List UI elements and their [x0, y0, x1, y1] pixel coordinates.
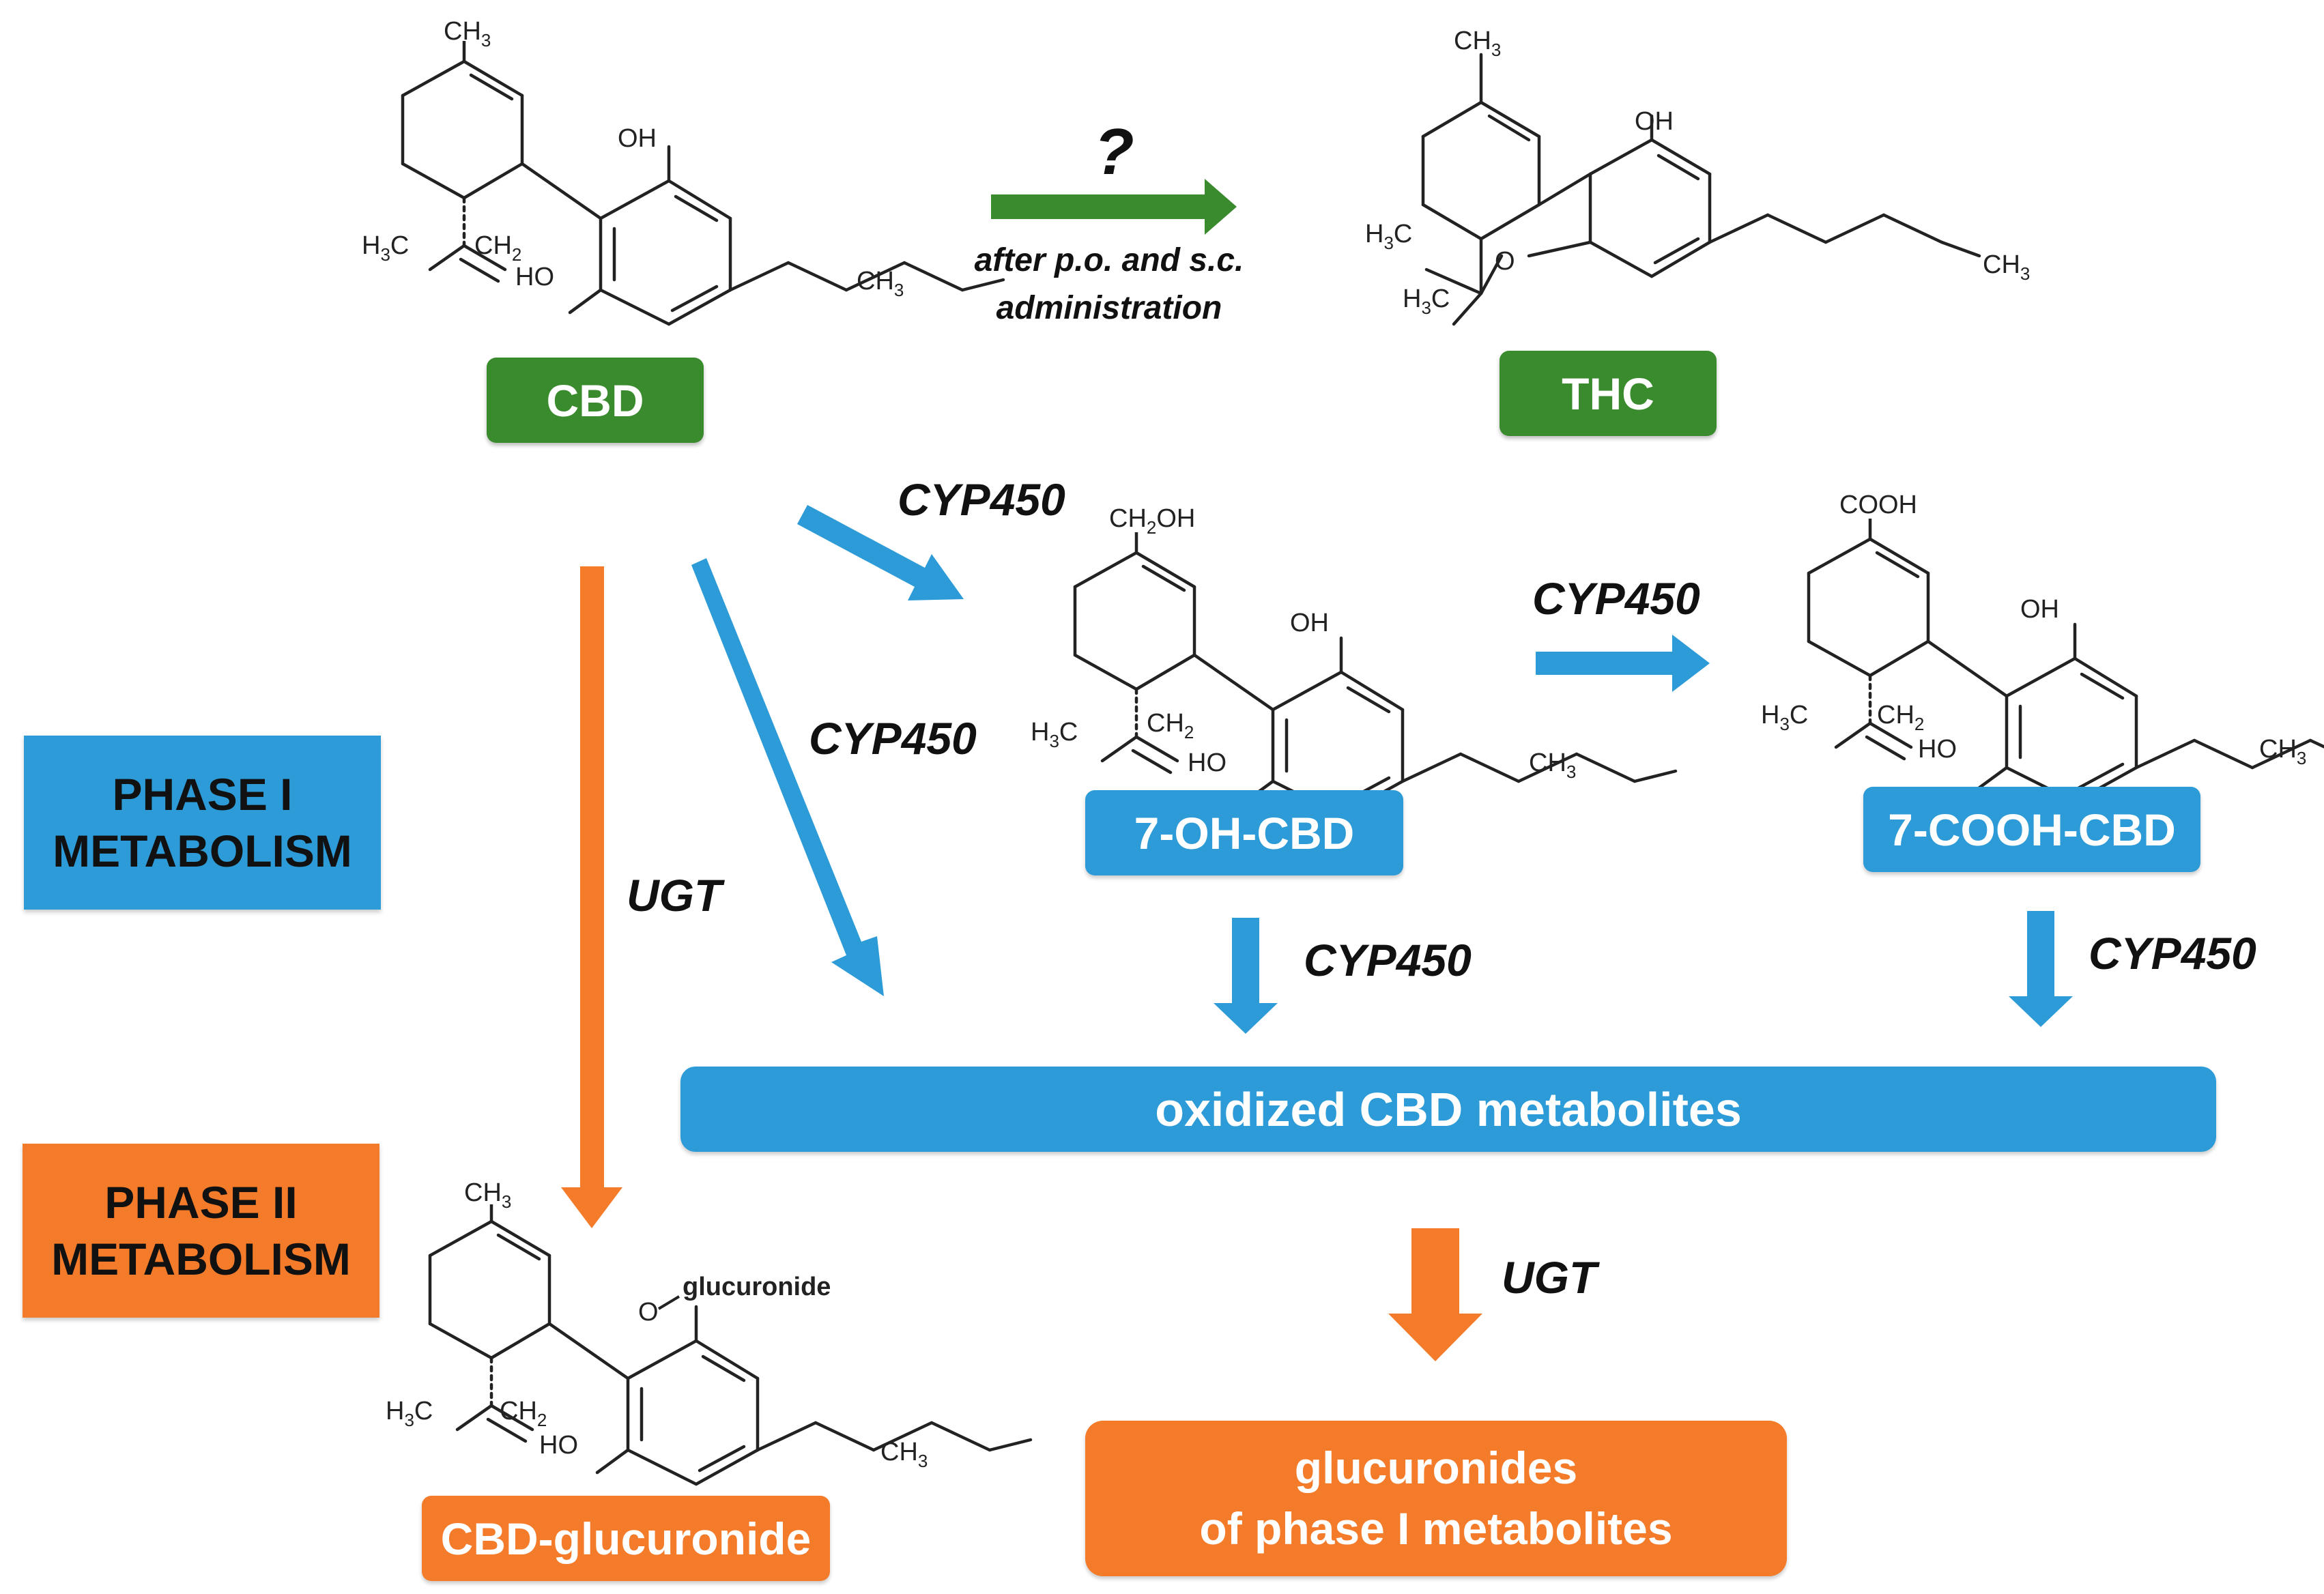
conversion-note-line1: after p.o. and s.c. — [975, 242, 1244, 278]
svg-text:CH3: CH3 — [464, 1178, 511, 1212]
svg-text:OH: OH — [2020, 595, 2059, 624]
enzyme-label-ugt-right: UGT — [1502, 1252, 1600, 1303]
cbd-glucuronide-structure: CH3 H3C CH2 O glucuronide HO CH3 — [386, 1178, 1031, 1484]
svg-text:H3C: H3C — [386, 1397, 433, 1430]
svg-text:CH3: CH3 — [444, 17, 491, 50]
cbd-to-oxidized-arrow — [691, 558, 884, 996]
conversion-question-mark: ? — [1094, 115, 1134, 188]
atom-label: CH — [444, 17, 481, 46]
cbd-to-thc-arrow — [991, 179, 1237, 235]
svg-text:HO: HO — [1918, 735, 1957, 764]
svg-text:OH: OH — [618, 124, 657, 153]
svg-text:HO: HO — [515, 263, 554, 291]
oh-cbd-structure: CH2OH H3C CH2 OH HO CH3 — [1031, 504, 1676, 815]
svg-text:H3C: H3C — [362, 231, 409, 265]
cbd-structure: CH3 H3C CH2 OH HO CH3 — [362, 17, 1003, 324]
svg-text:CH3: CH3 — [1529, 749, 1576, 782]
svg-text:O: O — [1495, 247, 1515, 276]
enzyme-label-cyp-cooh-down: CYP450 — [2089, 928, 2256, 979]
svg-text:CH3: CH3 — [1983, 250, 2030, 284]
conversion-note-line2: administration — [996, 290, 1222, 326]
cooh-cbd-down-arrow — [2009, 911, 2073, 1027]
svg-text:OH: OH — [1290, 609, 1329, 637]
cbd-to-glucuronide-arrow — [561, 566, 622, 1228]
enzyme-label-cyp-to-oh: CYP450 — [898, 474, 1065, 525]
enzyme-label-cyp-direct: CYP450 — [809, 713, 977, 764]
oxidized-to-glucuronides-arrow — [1388, 1228, 1482, 1361]
thc-structure — [1421, 53, 1981, 326]
phase-1-box: PHASE I METABOLISM — [24, 736, 381, 910]
oh-cbd-label: 7-OH-CBD — [1085, 790, 1403, 875]
svg-text:CH2: CH2 — [1877, 701, 1924, 734]
cbd-glucuronide-label: CBD-glucuronide — [422, 1496, 830, 1581]
svg-text:CH2: CH2 — [474, 231, 521, 265]
glucuronides-label: glucuronides of phase I metabolites — [1085, 1421, 1787, 1576]
svg-text:glucuronide: glucuronide — [683, 1273, 831, 1301]
svg-text:CH3: CH3 — [2259, 735, 2306, 768]
cbd-to-oh-cbd-arrow — [797, 505, 964, 600]
cooh-cbd-structure: COOH H3C CH2 OH HO CH3 — [1761, 491, 2324, 802]
svg-text:H3C: H3C — [1403, 285, 1450, 318]
svg-text:CH2: CH2 — [1147, 709, 1194, 742]
cbd-label: CBD — [487, 358, 704, 443]
svg-text:OH: OH — [1635, 107, 1674, 136]
svg-text:H3C: H3C — [1365, 220, 1412, 253]
svg-text:H3C: H3C — [1761, 701, 1808, 734]
cooh-cbd-label: 7-COOH-CBD — [1863, 787, 2200, 872]
oh-cbd-down-arrow — [1214, 918, 1278, 1034]
svg-text:CH3: CH3 — [1454, 27, 1501, 60]
svg-text:CH3: CH3 — [857, 267, 904, 300]
thc-atom-labels: CH3 OH O H3C H3C CH3 — [1365, 27, 2030, 318]
svg-text:CH2OH: CH2OH — [1109, 504, 1195, 538]
phase-2-box: PHASE II METABOLISM — [23, 1144, 379, 1318]
svg-text:COOH: COOH — [1839, 491, 1917, 519]
oxidized-metabolites-bar: oxidized CBD metabolites — [680, 1067, 2216, 1152]
enzyme-label-cyp-oh-down: CYP450 — [1304, 935, 1472, 985]
svg-text:CH2: CH2 — [500, 1397, 547, 1430]
enzyme-label-ugt-left: UGT — [627, 870, 725, 921]
thc-label: THC — [1500, 351, 1717, 436]
svg-text:HO: HO — [539, 1431, 578, 1460]
enzyme-label-cyp-oh-to-cooh: CYP450 — [1532, 573, 1700, 624]
svg-text:CH3: CH3 — [880, 1438, 928, 1471]
svg-text:HO: HO — [1188, 749, 1226, 777]
svg-text:O: O — [638, 1298, 659, 1327]
svg-text:H3C: H3C — [1031, 718, 1078, 751]
oh-to-cooh-arrow — [1536, 635, 1710, 692]
